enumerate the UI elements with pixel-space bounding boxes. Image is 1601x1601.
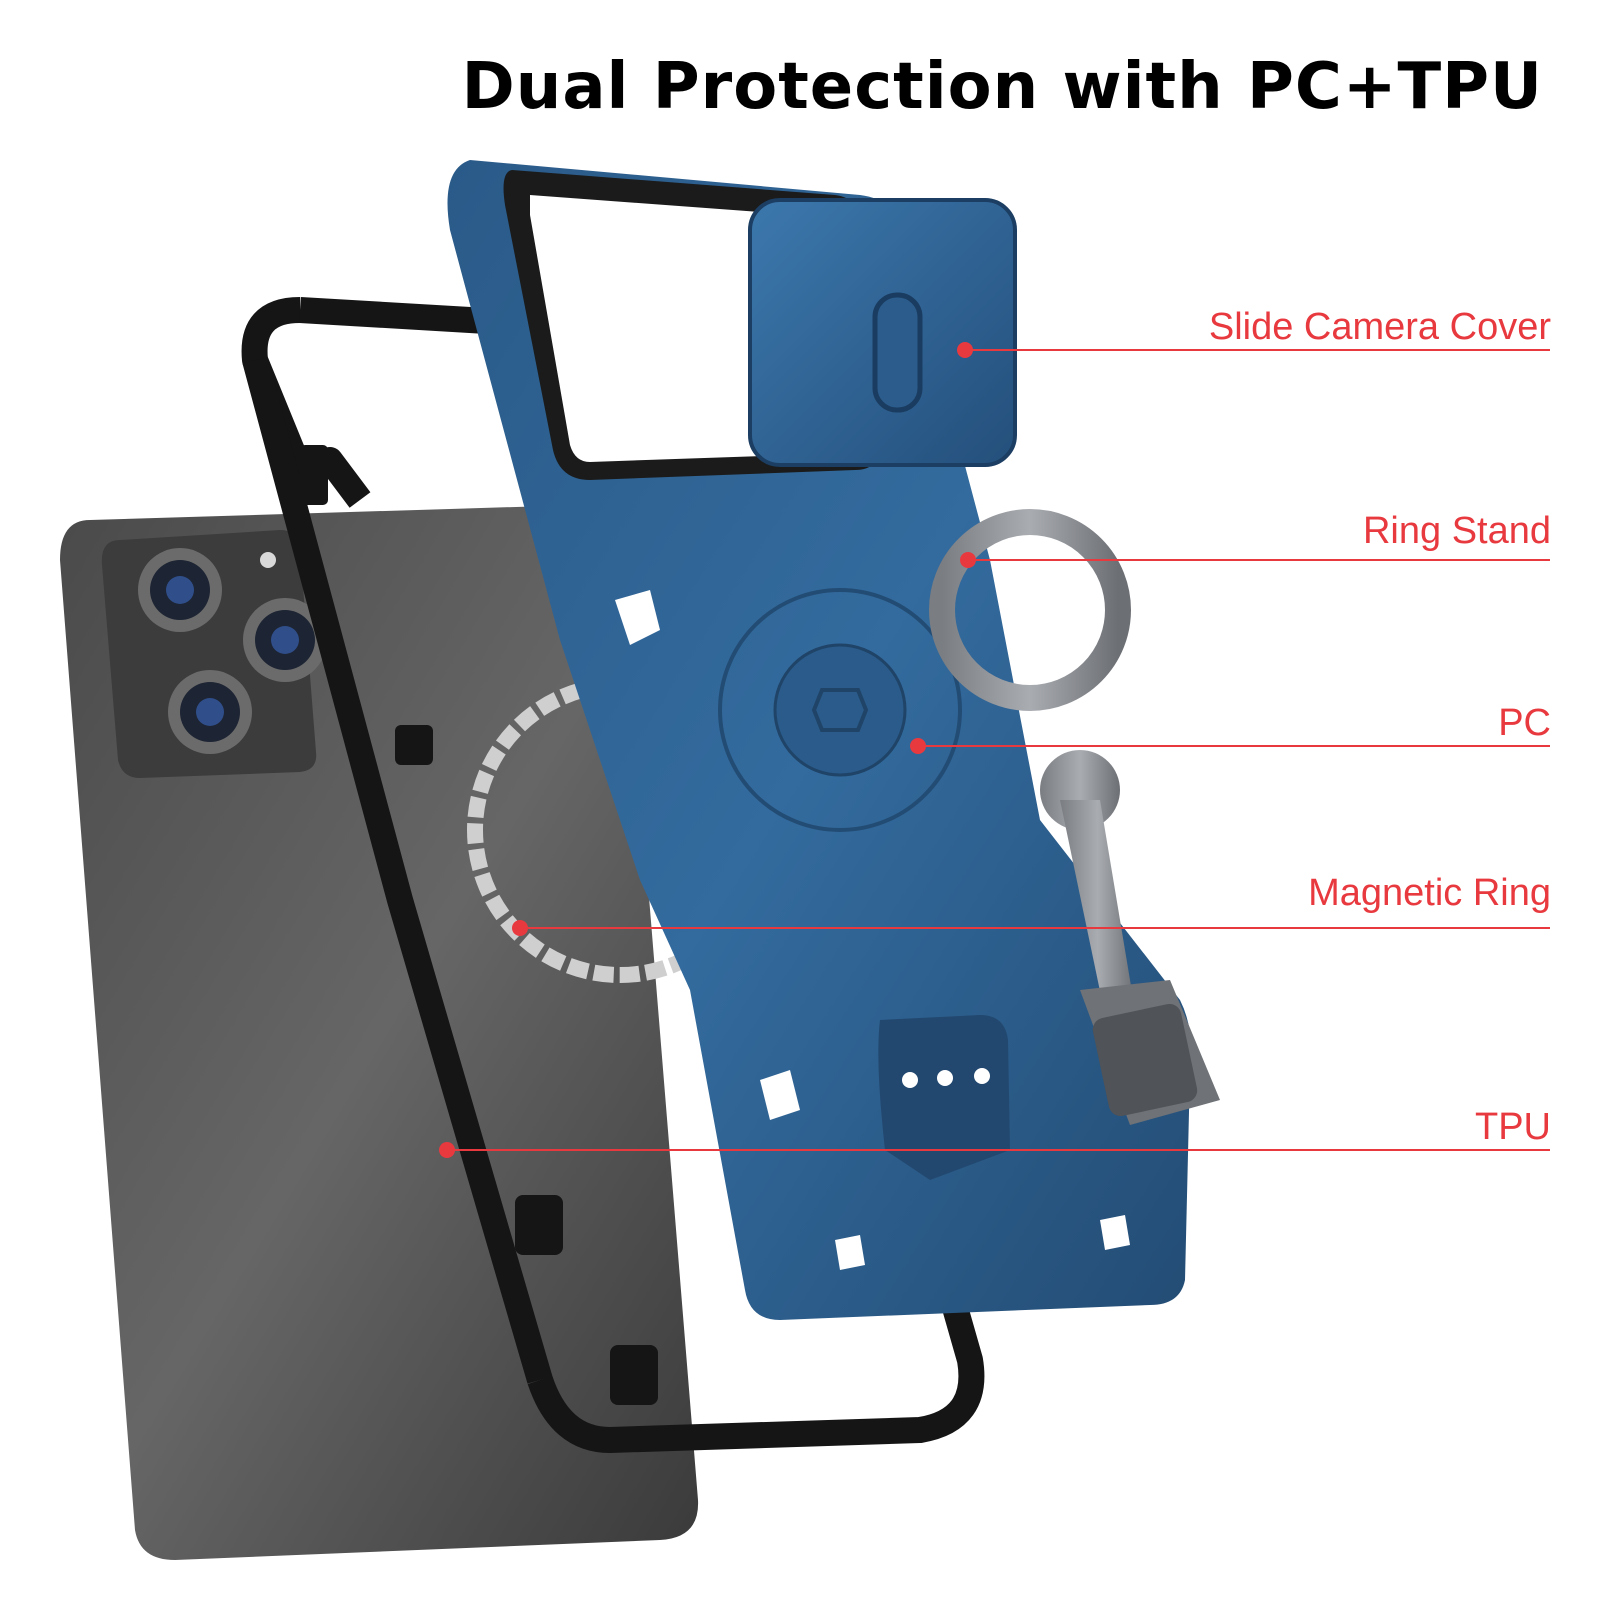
camera-lens-2 — [243, 598, 327, 682]
tpu-bottom-clip — [610, 1345, 658, 1405]
tpu-corner-clip — [515, 1195, 563, 1255]
tpu-button-clip — [395, 725, 433, 765]
leader-magnetic-ring — [512, 920, 1550, 936]
callout-tpu: TPU — [1475, 1106, 1551, 1148]
leader-tpu — [439, 1142, 1550, 1158]
leader-ring-stand — [960, 552, 1550, 568]
callout-slide-camera-cover: Slide Camera Cover — [1208, 306, 1551, 348]
callout-pc: PC — [1498, 702, 1551, 744]
leader-pc — [910, 738, 1550, 754]
leader-slide-camera-cover — [957, 342, 1550, 358]
callout-leaders — [439, 342, 1550, 1158]
camera-lens-1 — [138, 548, 222, 632]
camera-lens-3 — [168, 670, 252, 754]
phone-body — [60, 505, 699, 1560]
slide-camera-cover — [748, 198, 1017, 467]
callout-ring-stand: Ring Stand — [1362, 510, 1551, 552]
headline: Dual Protection with PC+TPU — [461, 50, 1543, 124]
callout-magnetic-ring: Magnetic Ring — [1308, 872, 1551, 914]
ring-stand — [929, 509, 1220, 1125]
tpu-side-clip — [300, 445, 328, 505]
